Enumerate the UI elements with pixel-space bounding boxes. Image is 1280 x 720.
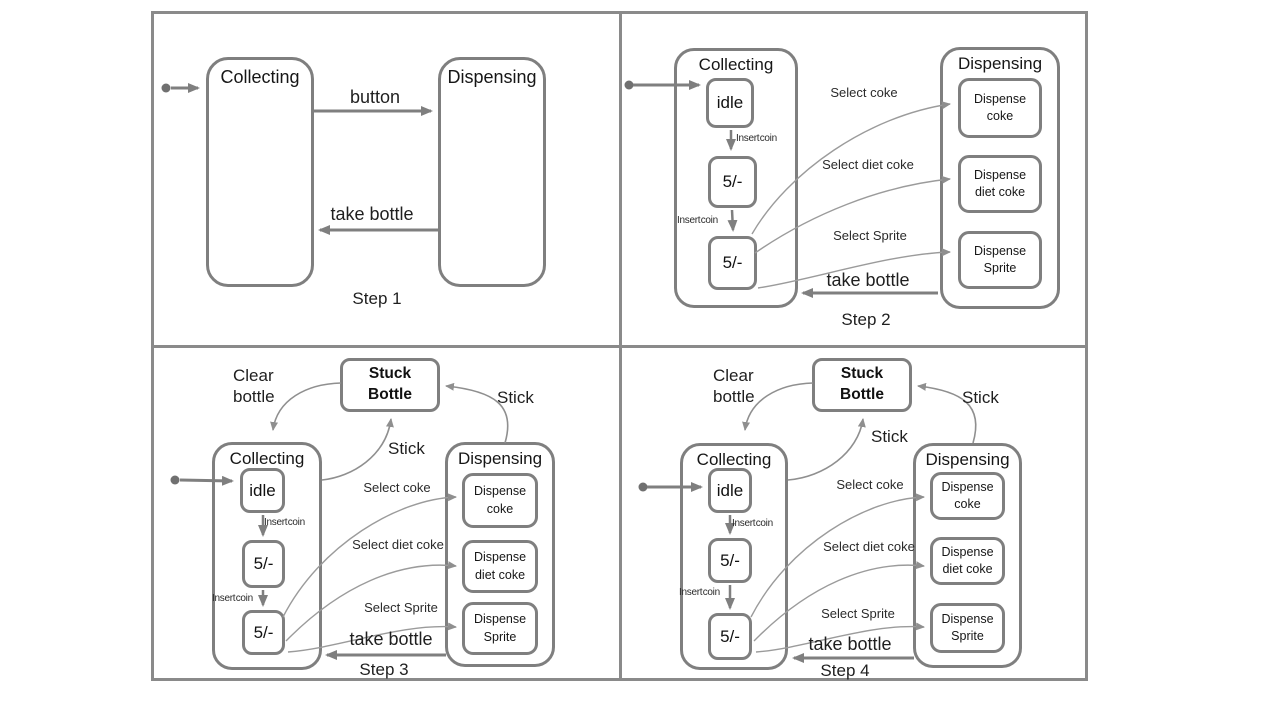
state-collecting-label: Collecting [696,450,772,469]
state-collecting-label: Collecting [220,67,300,87]
state-coin-5-second: 5/- [708,613,752,660]
transition-label-stick-from-collecting: Stick [388,439,425,458]
transition-label-stick-from-dispensing: Stick [962,388,999,407]
step-caption: Step 2 [841,310,891,329]
transition-label-button: button [349,87,401,107]
transition-label-select-sprite: Select Sprite [821,606,895,621]
transition-label-select-coke: Select coke [363,480,431,495]
transition-label-take-bottle: take bottle [349,629,433,649]
transition-label-select-diet-coke: Select diet coke [823,539,915,554]
transition-label-clear-bottle: Clear bottle [713,366,755,407]
step-caption: Step 1 [352,289,402,308]
state-dispense-coke: Dispense coke [958,78,1042,138]
state-coin-5-first: 5/- [242,540,285,588]
transition-label-take-bottle: take bottle [330,204,414,224]
state-dispensing-label: Dispensing [925,450,1010,469]
transition-label-insert-coin-2: Insert coin [212,593,253,604]
transition-label-take-bottle: take bottle [826,270,910,290]
state-collecting: Collecting [206,57,314,287]
state-dispensing-label: Dispensing [457,449,543,468]
transition-label-select-sprite: Select Sprite [833,228,907,243]
transition-label-stick-from-dispensing: Stick [497,388,534,407]
transition-label-insert-coin-1: Insert coin [732,518,773,529]
state-coin-5-second: 5/- [242,610,285,655]
state-stuck-bottle: Stuck Bottle [340,358,440,412]
transition-label-select-coke: Select coke [830,85,898,100]
step-caption: Step 4 [820,661,870,680]
state-dispense-coke: Dispense coke [462,473,538,528]
state-dispense-sprite: Dispense Sprite [958,231,1042,289]
transition-label-insert-coin-2: Insert coin [679,587,720,598]
state-coin-5-second: 5/- [708,236,757,290]
state-dispensing-label: Dispensing [957,54,1043,73]
transition-label-insert-coin-1: Insert coin [264,517,305,528]
state-dispense-sprite: Dispense Sprite [462,602,538,655]
state-dispensing: Dispensing [438,57,546,287]
state-stuck-bottle: Stuck Bottle [812,358,912,412]
state-dispensing-label: Dispensing [447,67,537,87]
state-idle: idle [706,78,754,128]
state-collecting-label: Collecting [698,55,774,74]
state-dispense-diet-coke: Dispense diet coke [462,540,538,593]
transition-label-select-diet-coke: Select diet coke [822,157,914,172]
state-dispense-diet-coke: Dispense diet coke [958,155,1042,213]
state-idle: idle [708,468,752,513]
transition-label-clear-bottle: Clear bottle [233,366,275,407]
state-collecting-label: Collecting [229,449,305,468]
transition-label-select-sprite: Select Sprite [364,600,438,615]
state-dispense-sprite: Dispense Sprite [930,603,1005,653]
transition-label-insert-coin-2: Insert coin [677,215,718,226]
state-idle: idle [240,468,285,513]
state-dispense-coke: Dispense coke [930,472,1005,520]
transition-label-stick-from-collecting: Stick [871,427,908,446]
divider-horizontal [151,345,1088,348]
state-dispense-diet-coke: Dispense diet coke [930,537,1005,585]
transition-label-take-bottle: take bottle [808,634,892,654]
state-coin-5-first: 5/- [708,156,757,208]
transition-label-select-diet-coke: Select diet coke [352,537,444,552]
transition-label-select-coke: Select coke [836,477,904,492]
transition-label-insert-coin-1: Insert coin [736,133,777,144]
step-caption: Step 3 [359,660,409,679]
state-coin-5-first: 5/- [708,538,752,583]
